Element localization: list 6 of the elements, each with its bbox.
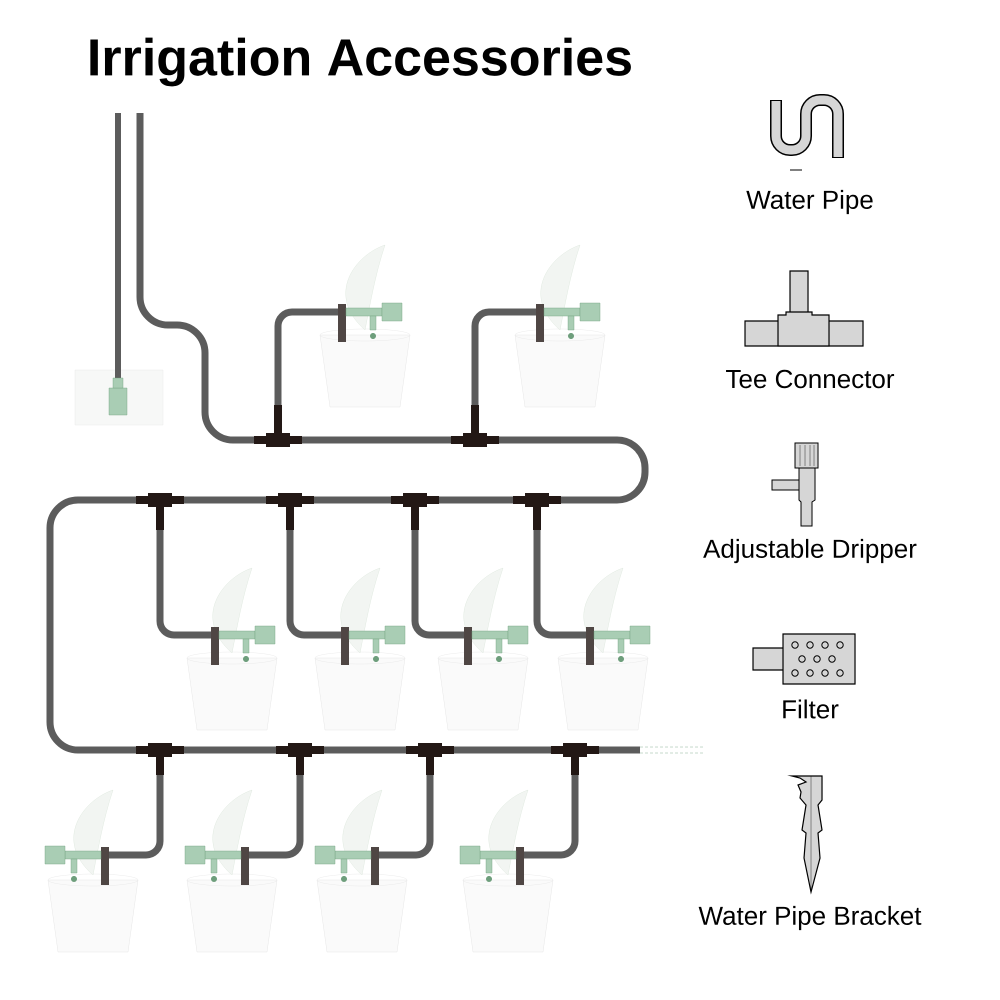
item-label: Water Pipe [746,190,873,214]
item-label: Tee Connector [726,370,894,388]
title: Irrigation Accessories [90,38,631,86]
item-label: Adjustable Dripper [703,538,916,564]
item-label: Filter [783,699,838,719]
item-label: Water Pipe Bracket [698,906,922,930]
